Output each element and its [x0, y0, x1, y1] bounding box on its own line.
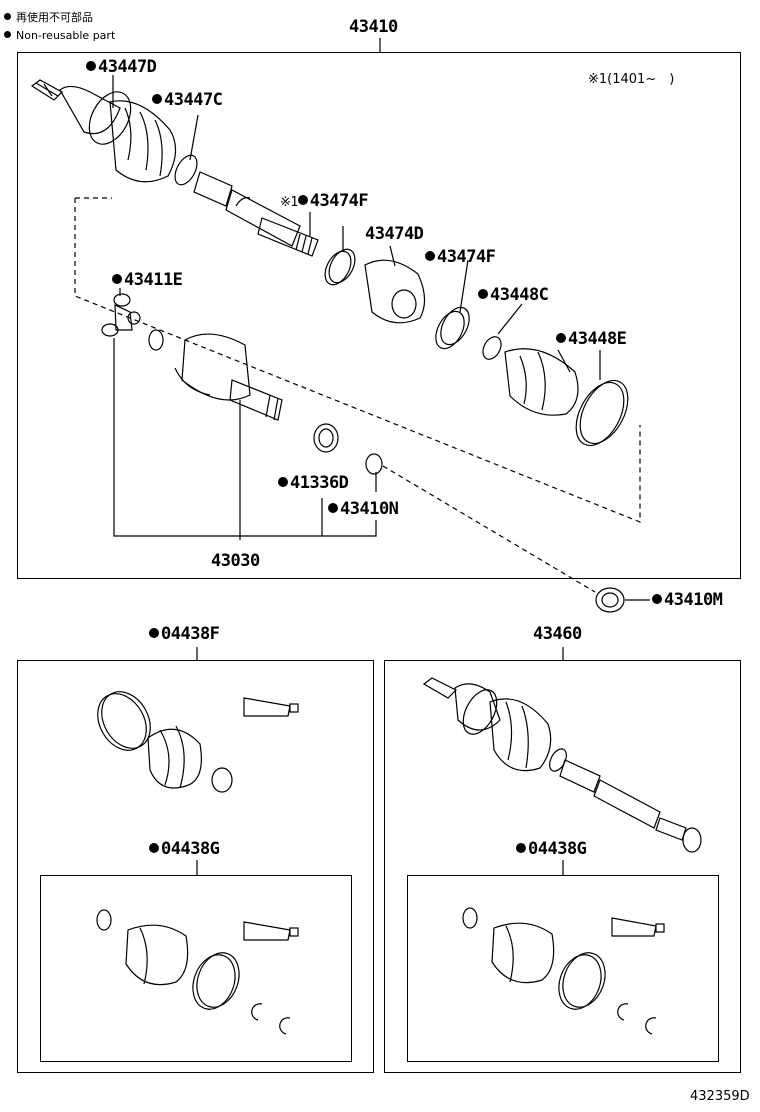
- shaft-43460-drawing: [422, 677, 702, 853]
- kit-04438F-drawing: [97, 691, 299, 793]
- bullet-icon: [149, 843, 159, 853]
- bullet-icon: [516, 843, 526, 853]
- bullet-icon: [112, 274, 122, 284]
- frame-04438F: [17, 660, 374, 1073]
- bullet-icon: [149, 628, 159, 638]
- label-43447C: 43447C: [152, 91, 223, 109]
- outer-joint-drawing: [30, 79, 319, 257]
- bullet-icon: [328, 503, 338, 513]
- frame-04438G-left: [40, 875, 352, 1062]
- label-04438F: 04438F: [149, 625, 220, 643]
- bullet-icon: [278, 477, 288, 487]
- label-04438G-right: 04438G: [516, 840, 587, 858]
- bullet-icon: [4, 31, 11, 38]
- bullet-icon: [4, 13, 11, 20]
- tripod-drawing: [101, 293, 383, 475]
- kit-04438G-right-drawing: [462, 907, 665, 1035]
- label-43448E: 43448E: [556, 330, 627, 348]
- leader-lines: [112, 75, 650, 601]
- bullet-icon: [556, 333, 566, 343]
- bullet-icon: [652, 594, 662, 604]
- label-41336D: 41336D: [278, 474, 349, 492]
- dashed-outline: [74, 198, 641, 523]
- seal-43410M-drawing: [595, 587, 625, 613]
- frame-04438G-right: [407, 875, 719, 1062]
- bullet-icon: [86, 61, 96, 71]
- label-43030: 43030: [211, 551, 260, 571]
- bullet-icon: [152, 94, 162, 104]
- legend-non-reusable: Non-reusable part: [4, 29, 115, 43]
- bullet-icon: [425, 251, 435, 261]
- frame-43410: [17, 52, 741, 579]
- label-43474D: 43474D: [365, 224, 424, 244]
- label-43411E: 43411E: [112, 271, 183, 289]
- kit-04438G-left-drawing: [96, 909, 299, 1035]
- frame-43460: [384, 660, 741, 1073]
- bullet-icon: [478, 289, 488, 299]
- legend-reuse: 再使用不可部品: [4, 11, 93, 25]
- note-applicability: ※1(1401~ ): [588, 72, 675, 87]
- diagram-reference: 432359D: [690, 1089, 750, 1104]
- bullet-icon: [297, 195, 308, 205]
- label-43410M: 43410M: [652, 591, 723, 609]
- dashed-to-43410M: [382, 465, 596, 593]
- label-43410: 43410: [349, 17, 398, 37]
- label-43460: 43460: [533, 624, 582, 644]
- boot-clamp-drawing: [324, 248, 629, 447]
- label-43410N: 43410N: [328, 500, 399, 518]
- label-43474F: 43474F: [425, 248, 496, 266]
- label-43448C: 43448C: [478, 286, 549, 304]
- label-43447D: 43447D: [86, 58, 157, 76]
- label-04438G-left: 04438G: [149, 840, 220, 858]
